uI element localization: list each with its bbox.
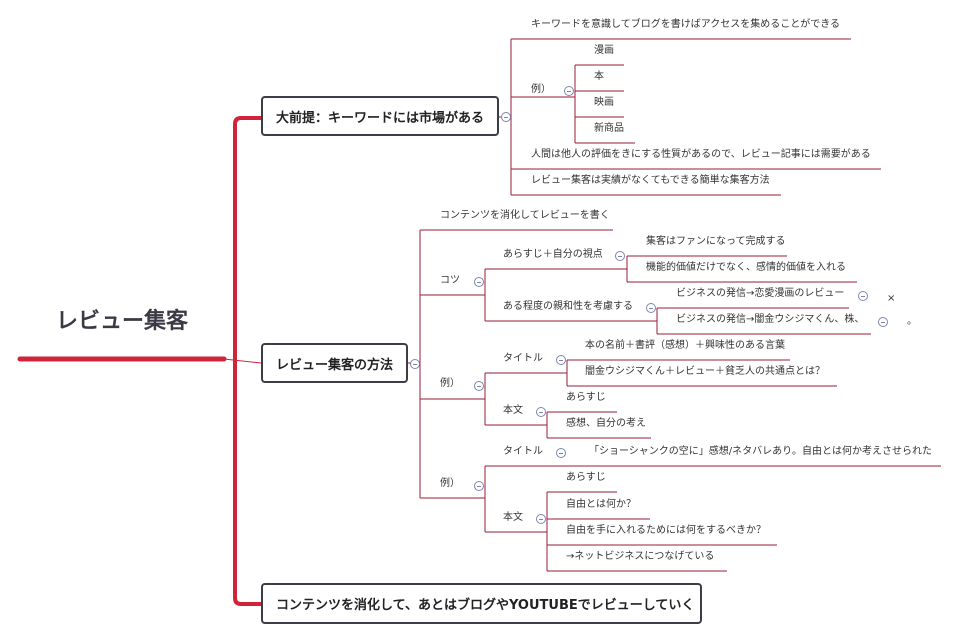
collapse-toggle-icon[interactable] [536,514,546,524]
main-branch-curve [233,116,263,606]
main-topic-method-label: レビュー集客の方法 [276,357,394,373]
topic-keyword-note[interactable]: キーワードを意識してブログを書けばアクセスを集めることができる [531,19,840,30]
topic-example1-body-synopsis[interactable]: あらすじ [566,392,606,403]
topic-example2-body-bridge[interactable]: →ネットビジネスにつなげている [566,551,715,562]
collapse-toggle-icon[interactable] [536,407,546,417]
collapse-toggle-icon[interactable] [501,112,511,122]
marker-cross: × [887,293,896,304]
topic-example-new-product[interactable]: 新商品 [594,123,624,134]
topic-example2-body-question[interactable]: 自由とは何か？ [566,499,636,510]
marker-circle: 。 [907,316,917,327]
collapse-toggle-icon[interactable] [858,291,868,301]
topic-example2-body-synopsis[interactable]: あらすじ [566,472,606,483]
topic-easy-note[interactable]: レビュー集客は実績がなくてもできる簡単な集客方法 [531,175,770,186]
topic-example2-title[interactable]: タイトル [503,446,543,457]
topic-example-book[interactable]: 本 [594,71,604,82]
main-topic-method[interactable]: レビュー集客の方法 [261,343,408,383]
topic-affinity-good[interactable]: ビジネスの発信→闇金ウシジマくん、株、 [676,314,865,325]
topic-value-note[interactable]: 機能的価値だけでなく、感情的価値を入れる [646,262,846,273]
topic-affinity[interactable]: ある程度の親和性を考慮する [503,301,633,312]
topic-example-movie[interactable]: 映画 [594,97,614,108]
collapse-toggle-icon[interactable] [556,448,566,458]
collapse-toggle-icon[interactable] [474,277,484,287]
main-topic-conclusion-label: コンテンツを消化して、あとはブログやYOUTUBEでレビューしていく [276,598,695,613]
topic-example1-title[interactable]: タイトル [503,353,543,364]
topic-example2-body[interactable]: 本文 [503,512,523,523]
topic-consume-note[interactable]: コンテンツを消化してレビューを書く [440,210,610,221]
collapse-toggle-icon[interactable] [646,303,656,313]
topic-example-manga[interactable]: 漫画 [594,45,614,56]
collapse-toggle-icon[interactable] [474,481,484,491]
topic-example-label[interactable]: 例） [531,84,551,95]
main-topic-premise[interactable]: 大前提：キーワードには市場がある [261,96,499,136]
topic-example1-label[interactable]: 例） [440,378,460,389]
topic-example2-body-action[interactable]: 自由を手に入れるためには何をするべきか？ [566,525,766,536]
topic-example1-body[interactable]: 本文 [503,405,523,416]
topic-human-note[interactable]: 人間は他人の評価をきにする性質があるので、レビュー記事には需要がある [531,149,871,160]
topic-fan-note[interactable]: 集客はファンになって完成する [646,236,786,247]
topic-example1-title-format[interactable]: 本の名前＋書評（感想）＋興味性のある言葉 [585,340,785,351]
topic-affinity-bad[interactable]: ビジネスの発信→恋愛漫画のレビュー [676,288,845,299]
main-topic-premise-label: 大前提：キーワードには市場がある [276,110,485,126]
collapse-toggle-icon[interactable] [878,317,888,327]
topic-example1-title-sample[interactable]: 闇金ウシジマくん＋レビュー＋貧乏人の共通点とは？ [585,366,825,377]
collapse-toggle-icon[interactable] [564,86,574,96]
collapse-toggle-icon[interactable] [410,359,420,369]
root-topic[interactable]: レビュー集客 [56,309,189,334]
topic-example2-label[interactable]: 例） [440,478,460,489]
topic-tips-label[interactable]: コツ [440,275,460,286]
collapse-toggle-icon[interactable] [556,355,566,365]
root-connector [223,358,262,364]
topic-example1-body-opinion[interactable]: 感想、自分の考え [566,418,646,429]
topic-example2-title-sample[interactable]: 「ショーシャンクの空に」感想/ネタバレあり。自由とは何か考えさせられた [589,446,932,457]
collapse-toggle-icon[interactable] [474,381,484,391]
collapse-toggle-icon[interactable] [615,251,625,261]
topic-synopsis-viewpoint[interactable]: あらすじ＋自分の視点 [503,249,603,260]
main-topic-conclusion[interactable]: コンテンツを消化して、あとはブログやYOUTUBEでレビューしていく [261,583,702,624]
